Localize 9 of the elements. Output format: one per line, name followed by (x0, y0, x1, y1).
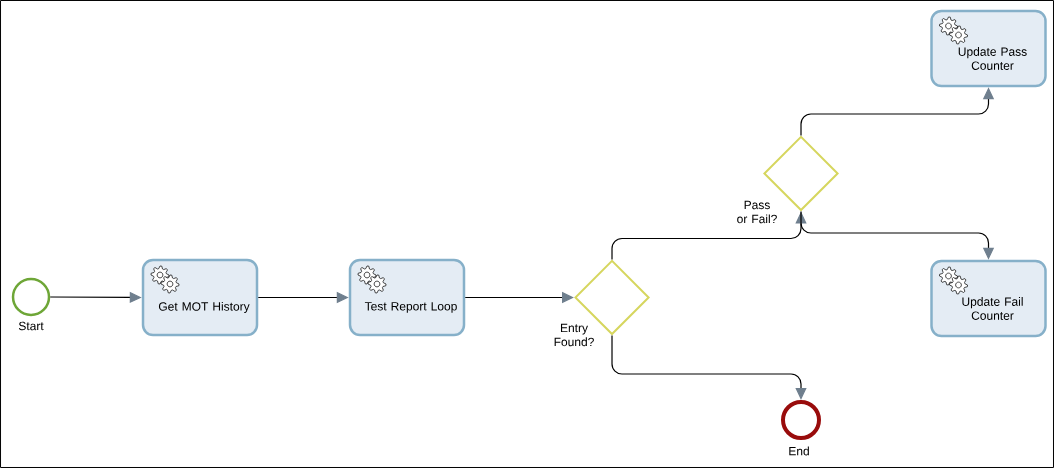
task-box: Get MOT History (141, 258, 259, 337)
shape-label: Entry Found? (554, 323, 594, 347)
shape-label: Pass or Fail? (737, 200, 777, 224)
arrow (611, 334, 807, 400)
task-box: Test Report Loop (348, 258, 466, 337)
task-box: Update Fail Counter (930, 259, 1047, 338)
shape-label: End (789, 446, 809, 456)
task-box: Update Pass Counter (930, 9, 1047, 88)
shape-label: Start (18, 321, 44, 331)
